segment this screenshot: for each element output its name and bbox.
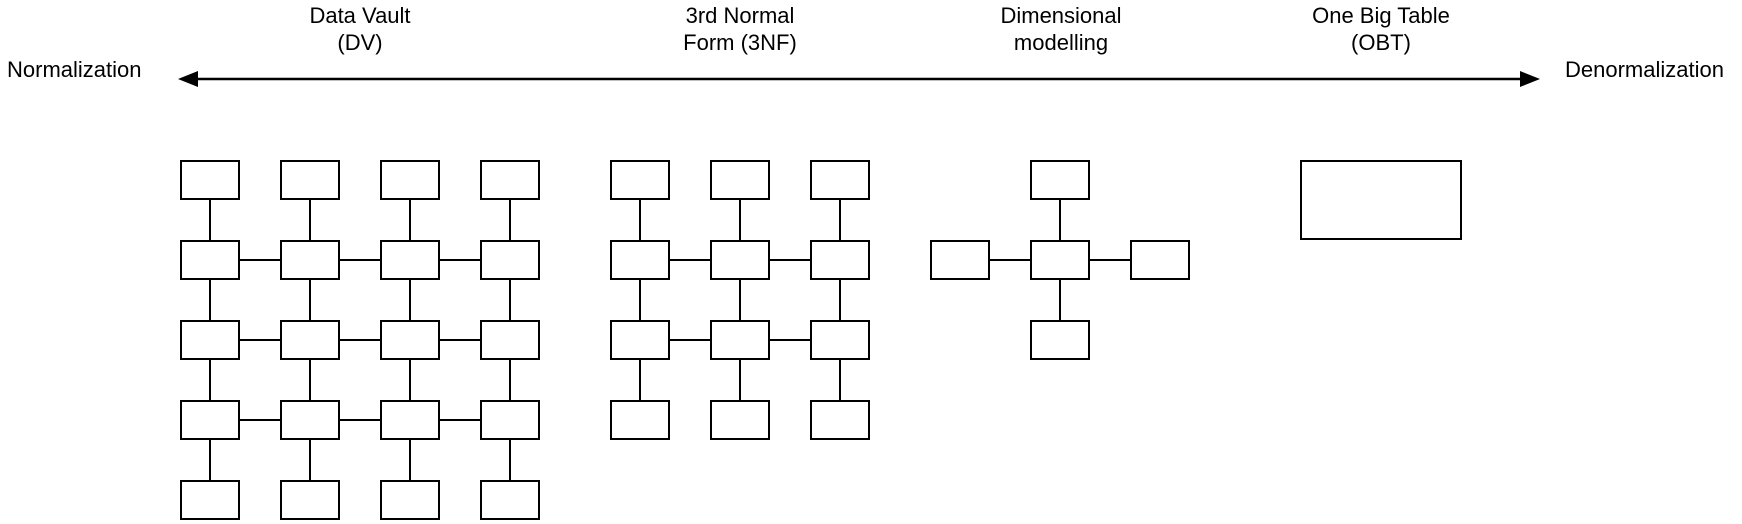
connector-line bbox=[509, 440, 511, 480]
table-box bbox=[710, 160, 770, 200]
connector-line bbox=[839, 200, 841, 240]
approach-label-data-vault: Data Vault (DV) bbox=[309, 2, 410, 56]
connector-line bbox=[340, 259, 380, 261]
table-box bbox=[280, 400, 340, 440]
connector-line bbox=[440, 339, 480, 341]
connector-line bbox=[739, 200, 741, 240]
connector-line bbox=[240, 259, 280, 261]
approach-label-line2: (OBT) bbox=[1351, 30, 1411, 55]
approach-label-line2: (DV) bbox=[337, 30, 383, 55]
connector-line bbox=[209, 440, 211, 480]
table-box bbox=[180, 400, 240, 440]
connector-line bbox=[209, 280, 211, 320]
approach-label-line1: One Big Table bbox=[1312, 3, 1450, 28]
table-box bbox=[180, 320, 240, 360]
table-box bbox=[710, 320, 770, 360]
table-box bbox=[280, 240, 340, 280]
arrow-left-head-icon bbox=[178, 71, 198, 87]
connector-line bbox=[639, 280, 641, 320]
connector-line bbox=[440, 419, 480, 421]
connector-line bbox=[1090, 259, 1130, 261]
table-box bbox=[610, 320, 670, 360]
connector-line bbox=[309, 440, 311, 480]
approach-label-dimensional: Dimensional modelling bbox=[1000, 2, 1121, 56]
table-box bbox=[380, 400, 440, 440]
connector-line bbox=[509, 280, 511, 320]
table-box bbox=[380, 320, 440, 360]
connector-line bbox=[309, 200, 311, 240]
table-box bbox=[610, 400, 670, 440]
table-box bbox=[810, 400, 870, 440]
approach-label-obt: One Big Table (OBT) bbox=[1312, 2, 1450, 56]
connector-line bbox=[839, 360, 841, 400]
table-box bbox=[1130, 240, 1190, 280]
connector-line bbox=[739, 360, 741, 400]
connector-line bbox=[1059, 280, 1061, 320]
connector-line bbox=[409, 440, 411, 480]
connector-line bbox=[440, 259, 480, 261]
connector-line bbox=[990, 259, 1030, 261]
connector-line bbox=[639, 360, 641, 400]
connector-line bbox=[770, 259, 810, 261]
table-box bbox=[380, 480, 440, 520]
arrow-right-head-icon bbox=[1520, 71, 1540, 87]
approach-label-line1: Data Vault bbox=[309, 3, 411, 28]
connector-line bbox=[639, 200, 641, 240]
connector-line bbox=[509, 200, 511, 240]
table-box bbox=[1030, 160, 1090, 200]
table-box bbox=[480, 480, 540, 520]
connector-line bbox=[240, 419, 280, 421]
table-box bbox=[180, 160, 240, 200]
table-box bbox=[810, 240, 870, 280]
connector-line bbox=[409, 280, 411, 320]
connector-line bbox=[409, 360, 411, 400]
denormalization-label: Denormalization bbox=[1565, 57, 1724, 82]
table-box bbox=[280, 160, 340, 200]
connector-line bbox=[240, 339, 280, 341]
connector-line bbox=[739, 280, 741, 320]
table-box bbox=[610, 240, 670, 280]
table-box bbox=[180, 480, 240, 520]
one-big-table-box bbox=[1300, 160, 1462, 240]
connector-line bbox=[340, 419, 380, 421]
connector-line bbox=[770, 339, 810, 341]
table-box bbox=[480, 160, 540, 200]
connector-line bbox=[209, 200, 211, 240]
approach-label-line1: 3rd Normal bbox=[685, 3, 795, 28]
connector-line bbox=[309, 280, 311, 320]
table-box bbox=[810, 320, 870, 360]
normalization-label: Normalization bbox=[7, 57, 142, 82]
approach-label-line1: Dimensional bbox=[1000, 3, 1122, 28]
table-box bbox=[810, 160, 870, 200]
table-box bbox=[710, 240, 770, 280]
spectrum-arrow bbox=[178, 71, 1540, 87]
table-box bbox=[610, 160, 670, 200]
approach-label-line2: modelling bbox=[1013, 30, 1109, 55]
table-box bbox=[380, 240, 440, 280]
connector-line bbox=[839, 280, 841, 320]
table-box bbox=[1030, 320, 1090, 360]
connector-line bbox=[409, 200, 411, 240]
connector-line bbox=[340, 339, 380, 341]
connector-line bbox=[670, 339, 710, 341]
approach-label-line2: Form (3NF) bbox=[683, 30, 797, 55]
table-box bbox=[280, 320, 340, 360]
connector-line bbox=[209, 360, 211, 400]
table-box bbox=[930, 240, 990, 280]
approach-label-3nf: 3rd Normal Form (3NF) bbox=[683, 2, 797, 56]
table-box bbox=[710, 400, 770, 440]
connector-line bbox=[1059, 200, 1061, 240]
table-box bbox=[180, 240, 240, 280]
table-box bbox=[480, 400, 540, 440]
table-box bbox=[280, 480, 340, 520]
table-box bbox=[480, 240, 540, 280]
table-box bbox=[1030, 240, 1090, 280]
connector-line bbox=[309, 360, 311, 400]
table-box bbox=[380, 160, 440, 200]
connector-line bbox=[509, 360, 511, 400]
table-box bbox=[480, 320, 540, 360]
connector-line bbox=[670, 259, 710, 261]
